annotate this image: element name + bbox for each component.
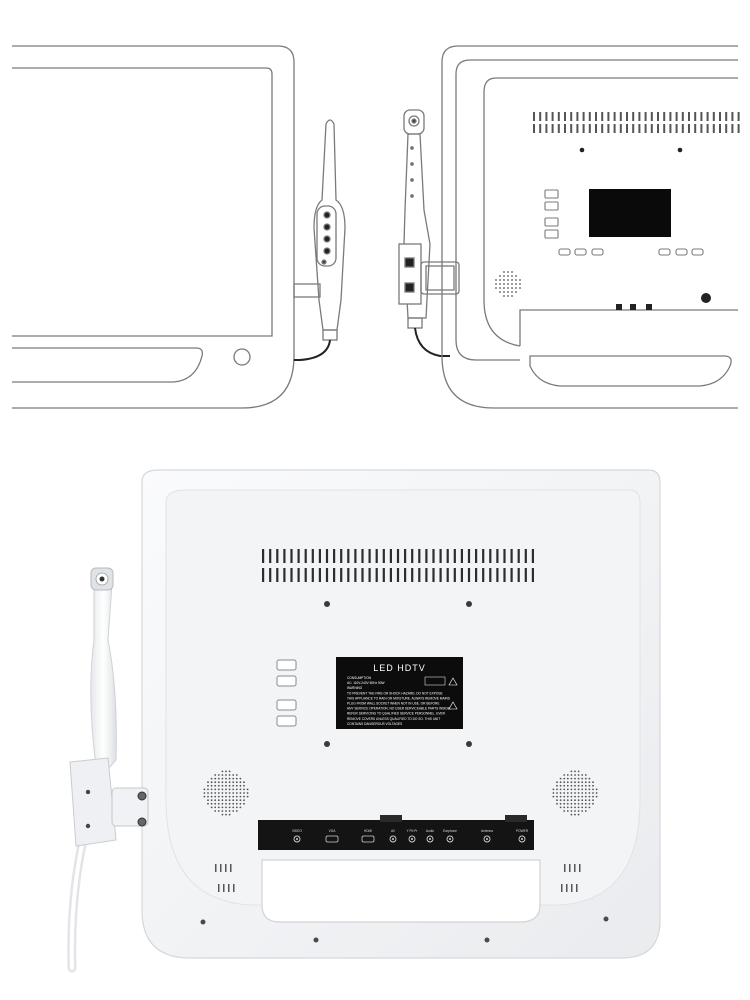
port-label: Audio — [426, 829, 434, 833]
port-connector — [293, 835, 301, 843]
label-plate-line: THIS APPLIANCE TO RAIN OR MOISTURE. ALWA… — [347, 696, 450, 700]
port-connector — [389, 835, 397, 843]
label-plate-line: AC: 110V-240V 50Hz 50W — [347, 681, 385, 685]
port-label: Earphone — [443, 829, 457, 833]
label-plate-line: WARNING — [347, 686, 363, 690]
label-plate-line: CONSUMPTION — [347, 676, 372, 680]
label-plate-line: REFER SERVICING TO QUALIFIED SERVICE PER… — [347, 712, 446, 716]
monitor-back-outline — [441, 45, 738, 409]
side-buttons — [276, 659, 297, 727]
intraoral-camera — [67, 567, 149, 973]
label-plate-line: REMOVE COVERS UNLESS QUALIFIED TO DO SO.… — [347, 717, 440, 721]
port-connector — [361, 835, 375, 843]
label-plate-line: TO PREVENT THE FIRE OR SHOCK HAZARD, DO … — [347, 691, 443, 695]
port-label: HDMI — [364, 829, 372, 833]
port-label: Antenna — [481, 829, 493, 833]
label-plate-line: ANY SERVICE OPERATION. NO USER SERVICEAB… — [347, 707, 451, 711]
port-panel: VIDEO VGA HDMI AV Y Pb Pr Audio Earphone Antenn… — [258, 815, 534, 850]
port-connector — [325, 835, 339, 843]
camera-holder-right — [398, 109, 460, 357]
label-plate-drawing — [589, 189, 671, 237]
port-label: VGA — [329, 829, 337, 833]
power-button-icon — [233, 348, 251, 366]
certification-box — [424, 676, 446, 686]
warning-icon — [448, 677, 458, 710]
port-connector — [408, 835, 416, 843]
vent-slots-top — [533, 112, 740, 133]
port-connector — [518, 835, 526, 843]
port-connector — [483, 835, 491, 843]
vent-slots — [262, 549, 534, 582]
port-label: POWER — [516, 829, 529, 833]
speaker-grille-drawing — [495, 271, 521, 297]
label-plate-title: LED HDTV — [373, 663, 426, 673]
monitor-front-outline — [12, 45, 295, 409]
port-label: AV — [391, 829, 396, 833]
camera-holder-left — [293, 119, 346, 361]
port-label: Y Pb Pr — [407, 829, 419, 833]
label-plate-line: PLUG FROM WALL SOCKET WHEN NOT IN USE. O… — [347, 702, 439, 706]
port-label: VIDEO — [292, 829, 302, 833]
port-connector — [446, 835, 454, 843]
carry-handle — [261, 859, 541, 923]
label-plate-line: CONTAINS DANGEROUS VOLTAGES — [347, 722, 402, 726]
port-connector — [426, 835, 434, 843]
mounting-holes — [324, 601, 472, 747]
monitor-back-details — [495, 112, 740, 310]
speaker-grille-right — [552, 770, 598, 816]
line-drawing — [12, 45, 738, 409]
speaker-grille-left — [203, 770, 249, 816]
